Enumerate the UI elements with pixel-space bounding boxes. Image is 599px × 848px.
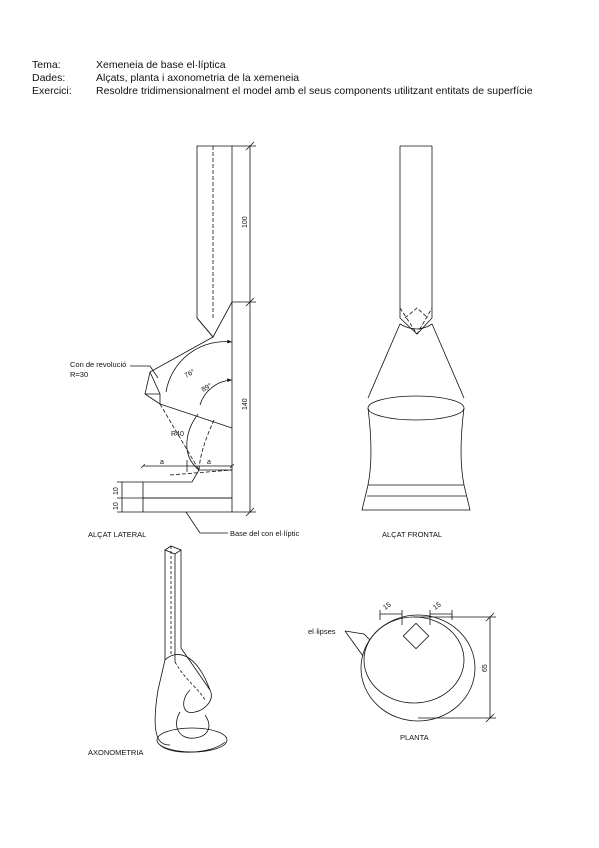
plan-inner-ellipse xyxy=(363,616,465,704)
sheet-header: Tema: Xemeneia de base el·líptica Dades:… xyxy=(32,59,533,98)
lateral-cone-bottom xyxy=(144,393,161,405)
axon-hidden-curve xyxy=(174,661,206,701)
lateral-cone-apex-edge xyxy=(149,371,161,395)
tema-label: Tema: xyxy=(32,59,61,71)
cone-label-leader xyxy=(130,365,159,379)
dim-15b-label: 15 xyxy=(432,601,442,611)
dim-140-label: 140 xyxy=(242,398,249,410)
angle-89-label: 89° xyxy=(200,382,213,394)
dim-15a-label: 15 xyxy=(382,601,392,611)
dim-100-label: 100 xyxy=(242,216,249,228)
frontal-cone xyxy=(367,323,465,399)
lateral-tube-bevel xyxy=(196,317,214,338)
axon-title: AXONOMETRIA xyxy=(88,748,143,757)
dim-65-tick-top xyxy=(485,612,495,622)
axon-cone-top xyxy=(164,654,211,691)
lateral-hearth xyxy=(143,469,232,483)
dim-tick-top xyxy=(245,141,255,151)
lateral-elevation-view: Con de revolució R=30 76° 89° R40 a a 10… xyxy=(70,141,299,539)
frontal-tube-hidden xyxy=(399,307,433,335)
frontal-ellipse xyxy=(367,395,465,421)
dim-10b-label: 10 xyxy=(113,502,120,510)
angle-76-label: 76° xyxy=(183,368,196,380)
plan-outer-ellipse xyxy=(360,614,476,722)
dim-a-left: a xyxy=(160,459,164,466)
exercici-label: Exercici: xyxy=(32,85,72,97)
dim-tick-mid xyxy=(245,297,255,307)
plan-view: 15 15 65 el·lipses PLANTA xyxy=(308,601,496,742)
dades-label: Dades: xyxy=(32,72,66,84)
ellipse-leader-2 xyxy=(344,630,364,657)
dim-tick-bottom xyxy=(245,507,255,517)
frontal-tube xyxy=(399,146,433,335)
exercici-value: Resoldre tridimensionalment el model amb… xyxy=(96,85,533,97)
frontal-elevation-view: ALÇAT FRONTAL xyxy=(361,145,471,539)
angle-arc-76 xyxy=(165,339,233,393)
header-row-exercici: Exercici: Resoldre tridimensionalment el… xyxy=(32,85,533,98)
lateral-title: ALÇAT LATERAL xyxy=(88,530,146,539)
frontal-base xyxy=(361,484,471,511)
lateral-tube xyxy=(196,145,233,338)
cone-label-line1: Con de revolució xyxy=(70,360,126,369)
frontal-body xyxy=(367,407,465,486)
frontal-title: ALÇAT FRONTAL xyxy=(382,530,442,539)
base-label-leader xyxy=(185,511,228,534)
dim-a-right: a xyxy=(207,459,211,466)
axon-base-ellipse xyxy=(156,727,228,753)
header-row-dades: Dades: Alçats, planta i axonometria de l… xyxy=(32,72,533,85)
lateral-back-wall xyxy=(142,302,233,513)
tema-value: Xemeneia de base el·líptica xyxy=(96,59,226,71)
lateral-curve-hidden xyxy=(159,403,233,476)
plan-tube-square xyxy=(402,622,430,650)
planta-title: PLANTA xyxy=(400,733,429,742)
ellipse-leader-1 xyxy=(344,630,371,641)
angle-arc-89 xyxy=(199,378,233,406)
axonometric-view: AXONOMETRIA xyxy=(88,545,228,757)
ellipse-label: el·lipses xyxy=(308,627,336,636)
dades-value: Alçats, planta i axonometria de la xemen… xyxy=(96,72,300,84)
header-row-tema: Tema: Xemeneia de base el·líptica xyxy=(32,59,533,72)
axon-cone xyxy=(154,647,212,746)
axon-inner-surface xyxy=(176,711,210,739)
dim-65-tick-bottom xyxy=(485,713,495,723)
axon-tube xyxy=(164,545,182,662)
lateral-curved-surface xyxy=(186,413,200,471)
base-label: Base del con el·líptic xyxy=(230,529,299,538)
dim-10a-label: 10 xyxy=(113,487,120,495)
lateral-cone-hood xyxy=(144,336,233,429)
dim-65-label: 65 xyxy=(482,664,489,672)
cone-label-line2: R=30 xyxy=(70,370,88,379)
radius-label: R40 xyxy=(171,431,184,438)
axon-base-shadow xyxy=(159,741,226,753)
